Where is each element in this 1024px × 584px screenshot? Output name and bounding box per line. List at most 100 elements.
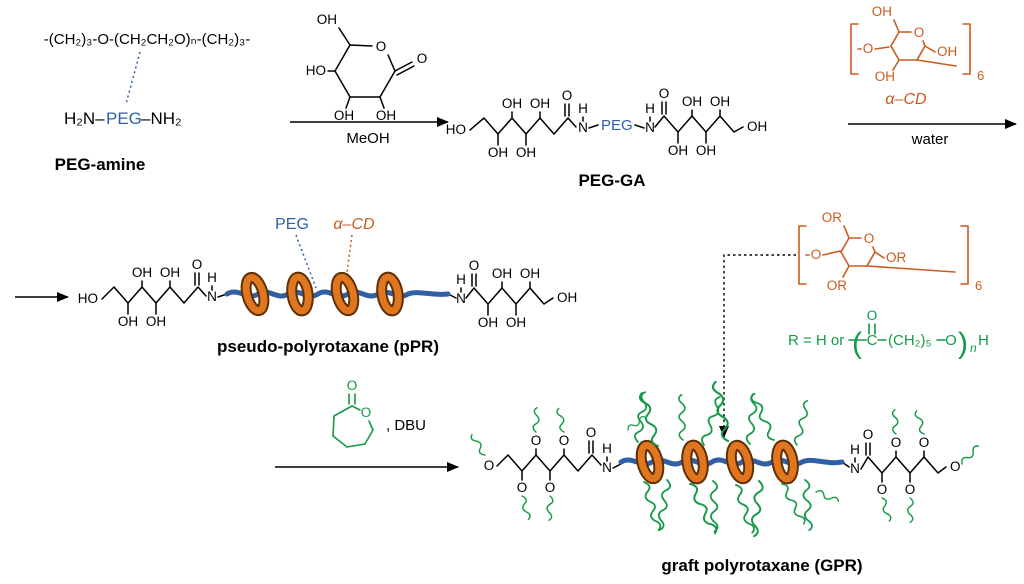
or-bracket-legend: O OR O OR OR 6 [719,210,982,438]
oh-label: OH [557,290,577,305]
carbonyl-o-label: O [562,88,573,103]
o-label: O [919,435,930,450]
legend-pointer-dotted-arrow [719,254,796,438]
h-label: H [850,442,860,457]
or-label: OR [822,210,843,225]
alpha-cd-bracket-unit: O OH O OH OH 6 α–CD [850,4,984,108]
oh-label: OH [875,69,895,84]
glycosidic-o-label: O [811,247,822,262]
oh-label: OH [146,314,166,329]
peg-callout-line [125,51,141,105]
carbonyl-o-label: O [192,257,203,272]
carbonyl-o-label: O [863,427,874,442]
o-label: O [945,332,957,349]
ppr-structure: HO OH OH OH OH O N H N H O OH OH OH OH O… [15,216,577,356]
o-label: O [531,433,542,448]
oh-label: OH [160,265,180,280]
n-label: N [645,120,655,135]
carbonyl-o-label: O [659,86,670,101]
step1-arrow-group: MeOH [290,117,449,147]
oh-label: OH [118,314,138,329]
oh-label: OH [506,315,526,330]
carbonyl-o-label: O [347,378,358,393]
ho-label: HO [306,63,326,78]
bonds [469,101,744,146]
alpha-cd-label: α–CD [885,91,927,108]
carbonyl-o-label: O [586,425,597,440]
o-label: O [877,482,888,497]
or-label: OR [827,278,848,293]
ppr-label: pseudo-polyrotaxane (pPR) [217,337,439,356]
oh-label: OH [747,119,767,134]
peg-text: PEG [106,109,142,128]
right-bracket [962,23,971,75]
cd-torus [286,271,314,317]
oh-label: OH [516,145,536,160]
peg-amine-label: PEG-amine [55,155,146,174]
oh-label: OH [937,44,957,59]
left-bracket [850,23,859,75]
open-paren: ( [852,327,862,360]
carbonyl-o-label: O [469,258,480,273]
gpr-label: graft polyrotaxane (GPR) [661,556,862,575]
ho-label: HO [78,291,98,306]
bonds [805,225,956,278]
r-def-prefix: R = H or [788,332,844,349]
glycosidic-o-label: O [863,41,874,56]
oh-label: OH [682,94,702,109]
gpr-structure: O O O O O O N H N H O O O O O O graft po… [469,380,982,575]
peg-callout: PEG [275,216,309,233]
h-label: H [978,332,989,349]
bonds [332,393,374,448]
step2-arrow-group: water [848,119,1017,148]
amine-right-text: –NH₂ [141,109,182,128]
ring-o-label: O [914,25,925,40]
oh-label: OH [668,143,688,158]
h-label: H [578,101,588,116]
h-label: H [645,101,655,116]
dbu-label: , DBU [386,417,426,434]
oh-label: OH [492,266,512,281]
peg-ga-structure: HO OH OH OH OH O N H PEG N H O OH OH OH … [446,86,768,190]
oh-label: OH [317,12,337,27]
o-label: O [559,433,570,448]
oh-label: OH [376,108,396,123]
o-label: O [484,458,495,473]
peg-repeat-formula: -(CH₂)₃-O-(CH₂CH₂O)ₙ-(CH₂)₃- [44,31,250,48]
oh-label: OH [520,266,540,281]
c-label: C [867,332,878,349]
o-label: O [905,482,916,497]
bracket-subscript-6: 6 [975,278,982,293]
o-label: O [950,459,961,474]
meoh-label: MeOH [346,130,389,147]
peg-amine-block: -(CH₂)₃-O-(CH₂CH₂O)ₙ-(CH₂)₃- H₂N– PEG –N… [44,31,250,174]
bracket-subscript-6: 6 [977,68,984,83]
carbonyl-o-label: O [867,308,878,323]
gluconolactone-structure: OH O O OH OH HO [306,12,428,123]
cd-torus [330,271,360,317]
oh-label: OH [530,96,550,111]
bonds [101,272,554,316]
cd-torus [240,271,270,317]
o-label: O [545,480,556,495]
ring-o-label: O [361,405,372,420]
oh-label: OH [696,143,716,158]
n-label: N [456,291,466,306]
left-bracket [798,225,807,285]
bonds [857,19,957,71]
h-label: H [602,441,612,456]
h-label: H [456,272,466,287]
peg-ga-label: PEG-GA [578,171,645,190]
bonds [496,440,947,483]
right-bracket [960,225,969,285]
ring-o-label: O [864,231,875,246]
oh-label: OH [478,315,498,330]
oh-label: OH [710,94,730,109]
peg-text: PEG [601,117,633,134]
oh-label: OH [872,4,892,19]
ring-o-label: O [376,39,387,54]
amine-left-text: H₂N– [64,109,105,128]
h-label: H [207,270,217,285]
